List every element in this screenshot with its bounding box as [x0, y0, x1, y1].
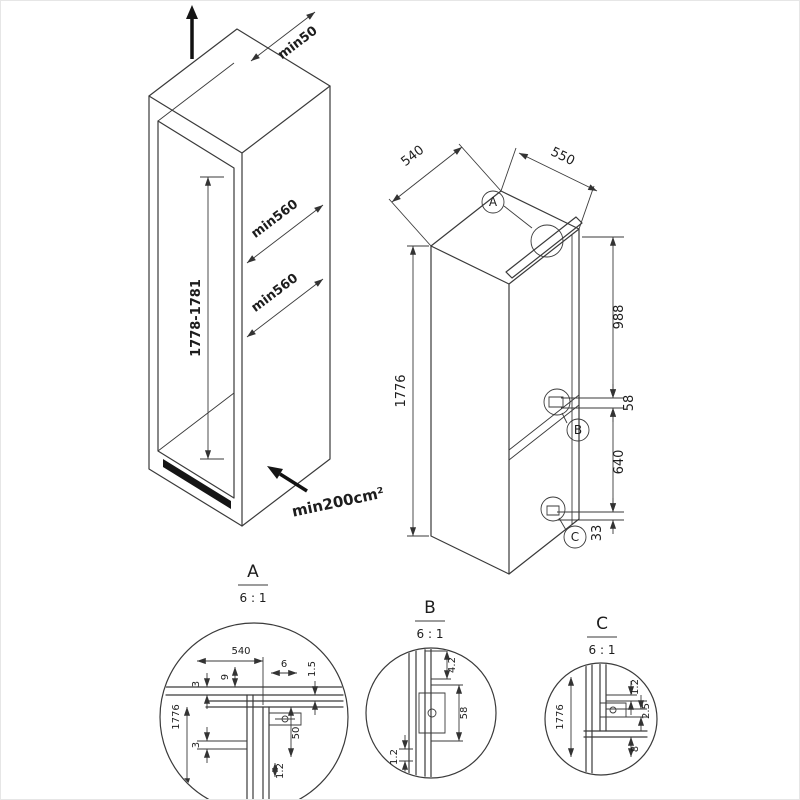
detail-a-dim-6: 6 [281, 659, 287, 670]
detail-a-circle [160, 623, 348, 800]
appliance-height-label: 1776 [394, 374, 409, 407]
niche-depth-lower-dimension: min560 [247, 271, 323, 337]
detail-c-letter: C [596, 614, 608, 634]
callout-a-label: A [489, 195, 498, 209]
detail-a-letter: A [247, 562, 259, 582]
bottom-offset-dim-label: 33 [590, 525, 605, 542]
detail-c-circle [545, 663, 657, 775]
right-side-dimensions: 988 58 640 33 [557, 237, 637, 541]
appliance-outline [431, 191, 582, 574]
detail-a-view: A 6 : 1 540 9 [160, 562, 348, 800]
detail-b-dim-1_2: 1.2 [389, 749, 400, 765]
detail-a-dim-3-bottom: 3 [191, 742, 202, 748]
appliance-width-dimension: 540 [389, 143, 501, 246]
hinge-bottom-circle [541, 497, 565, 521]
hinge-middle-circle [544, 389, 570, 415]
hinge-top-circle [531, 225, 563, 257]
detail-c-dim-1776: 1776 [555, 704, 566, 729]
detail-c-dim-1_2: 1.2 [630, 679, 641, 695]
callout-c-label: C [571, 530, 579, 544]
detail-c-scale: 6 : 1 [589, 643, 616, 657]
detail-c-dim-8: 8 [630, 746, 641, 752]
lower-door-dim-label: 640 [612, 450, 627, 475]
detail-b-view: B 6 : 1 4.2 58 1.2 [366, 598, 496, 781]
detail-a-section [166, 657, 343, 800]
detail-c-view: C 6 : 1 1776 1.2 2.5 8 [545, 614, 657, 777]
detail-b-section [399, 646, 463, 781]
niche-height-dimension: 1778-1781 [189, 177, 224, 459]
detail-a-dim-1776: 1776 [171, 704, 182, 729]
detail-b-letter: B [424, 598, 436, 618]
detail-a-dim-50: 50 [291, 727, 302, 740]
detail-c-dim-2_5: 2.5 [641, 703, 652, 719]
vent-slot [163, 459, 231, 509]
detail-a-dim-3-top: 3 [191, 681, 202, 687]
callout-c: C [559, 518, 586, 548]
appliance-drawing: A B C 540 550 1776 [389, 143, 637, 574]
hinge-detail-circles [531, 225, 570, 521]
niche-drawing: min200cm² 1778-1781 min560 min560 min50 [149, 5, 386, 526]
detail-a-dim-1_5: 1.5 [307, 661, 318, 677]
upper-door-dim-label: 988 [612, 305, 627, 330]
callout-b: B [562, 413, 589, 441]
detail-b-scale: 6 : 1 [417, 627, 444, 641]
airflow-arrow-top [186, 5, 198, 59]
niche-height-label: 1778-1781 [189, 279, 204, 357]
niche-depth-lower-label: min560 [249, 271, 301, 316]
hinge-gap-dim-label: 58 [622, 395, 637, 412]
niche-depth-upper-label: min560 [249, 197, 301, 242]
appliance-depth-dimension: 550 [501, 145, 597, 229]
callout-a: A [482, 191, 532, 228]
top-clearance-dimension: min50 [251, 12, 321, 63]
appliance-height-dimension: 1776 [394, 246, 429, 536]
detail-b-dim-4_2: 4.2 [447, 657, 458, 673]
top-clearance-label: min50 [275, 24, 320, 63]
callout-b-label: B [574, 423, 582, 437]
detail-a-dim-1_2: 1.2 [275, 763, 286, 779]
detail-c-section [567, 661, 647, 777]
appliance-depth-label: 550 [548, 145, 577, 169]
detail-a-scale: 6 : 1 [240, 591, 267, 605]
vent-arrow-bottom [267, 466, 307, 491]
detail-a-dim-540: 540 [231, 646, 250, 657]
detail-b-circle [366, 648, 496, 778]
niche-depth-upper-dimension: min560 [247, 197, 323, 263]
appliance-width-label: 540 [398, 143, 427, 170]
niche-outline [149, 29, 330, 526]
detail-b-dim-58: 58 [459, 707, 470, 720]
detail-a-dim-9: 9 [220, 674, 231, 680]
